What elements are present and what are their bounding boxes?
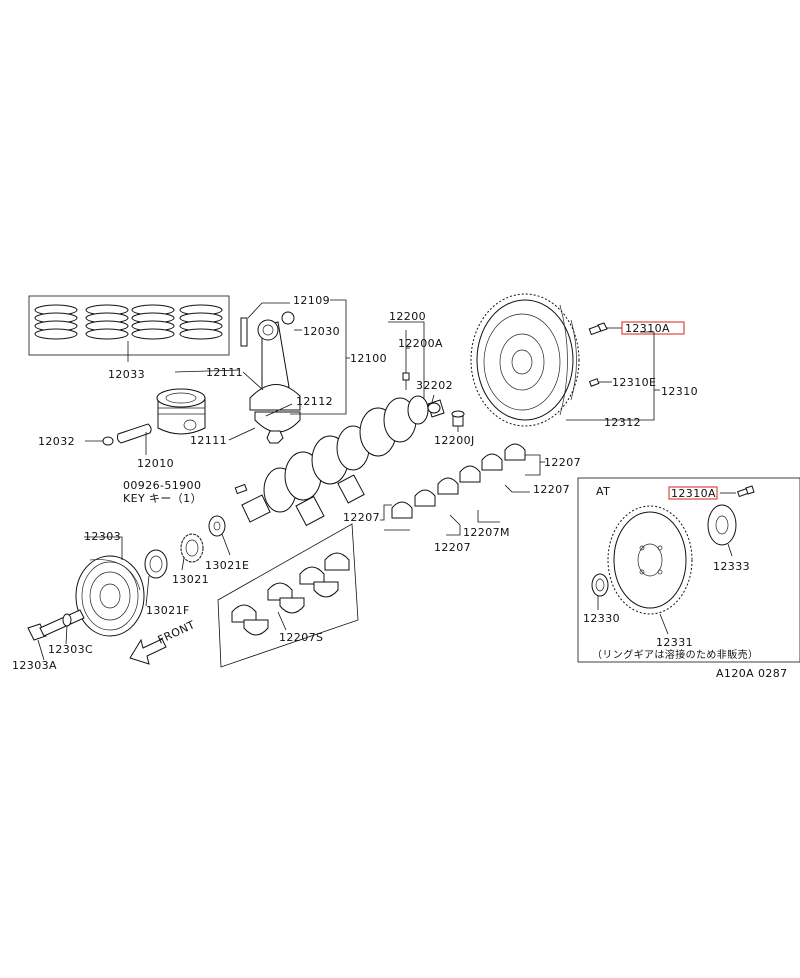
piston-pin [116, 423, 152, 444]
label-12310: 12310 [661, 385, 698, 398]
highlight-12310A [621, 321, 685, 335]
label-reference: A120A 0287 [716, 667, 788, 680]
oil-seal-13021F [144, 549, 168, 579]
label-12207-a: 12207 [544, 456, 581, 469]
woodruff-key [234, 483, 248, 495]
label-13021E: 13021E [205, 559, 249, 572]
pulley-bolt [27, 609, 85, 641]
label-13021: 13021 [172, 573, 209, 586]
piston-ring-set [28, 295, 230, 362]
label-12200J: 12200J [434, 434, 475, 447]
label-12200: 12200 [389, 310, 426, 323]
label-12033: 12033 [108, 368, 145, 381]
label-12207-c: 12207 [343, 511, 380, 524]
label-12331: 12331 [656, 636, 693, 649]
highlight-at-12310A [668, 486, 718, 500]
label-at: AT [596, 485, 610, 498]
washer-13021E [208, 515, 226, 537]
flywheel-bolt [588, 322, 608, 336]
label-13021F: 13021F [146, 604, 190, 617]
label-at-12310A: 12310A [671, 487, 716, 500]
spacer-12330 [591, 573, 609, 597]
at-bolt [736, 485, 755, 498]
timing-gear [180, 533, 204, 563]
label-front: FRONT [156, 618, 197, 647]
label-12112: 12112 [296, 395, 333, 408]
label-ring-note: （リングギアは溶接のため非販売） [592, 648, 758, 661]
label-12109: 12109 [293, 294, 330, 307]
label-12303: 12303 [84, 530, 121, 543]
label-12207-d: 12207 [434, 541, 471, 554]
label-12207M: 12207M [463, 526, 510, 539]
reinforcement-plate [707, 504, 737, 546]
snap-ring [102, 436, 114, 446]
label-12310E: 12310E [612, 376, 656, 389]
at-inset [577, 477, 800, 663]
pilot-bushing [427, 399, 445, 418]
connecting-rod [240, 311, 301, 444]
label-12333: 12333 [713, 560, 750, 573]
flywheel-dowel [588, 378, 600, 387]
label-12303A: 12303A [12, 659, 57, 672]
label-12200A: 12200A [398, 337, 443, 350]
label-12100: 12100 [350, 352, 387, 365]
crankshaft [241, 395, 429, 527]
crank-plug [451, 410, 465, 427]
label-12111-upper: 12111 [206, 366, 243, 379]
crank-pulley [75, 555, 145, 637]
flywheel [470, 293, 580, 427]
label-key-code: 00926-51900 [123, 479, 201, 492]
label-32202: 32202 [416, 379, 453, 392]
label-key-text: KEY キー（1） [123, 492, 202, 505]
label-12111-lower: 12111 [190, 434, 227, 447]
label-12207S: 12207S [279, 631, 323, 644]
label-12207-b: 12207 [533, 483, 570, 496]
label-12010: 12010 [137, 457, 174, 470]
label-12303C: 12303C [48, 643, 93, 656]
piston [156, 388, 206, 435]
label-12310A: 12310A [625, 322, 670, 335]
label-12312: 12312 [604, 416, 641, 429]
front-arrow-icon [129, 638, 167, 665]
main-bearings-upper [391, 443, 526, 519]
pulley-washer [62, 613, 72, 627]
label-12030: 12030 [303, 325, 340, 338]
drive-plate [607, 505, 693, 615]
label-12330: 12330 [583, 612, 620, 625]
label-12032: 12032 [38, 435, 75, 448]
conrod-bearings-box [217, 523, 359, 668]
